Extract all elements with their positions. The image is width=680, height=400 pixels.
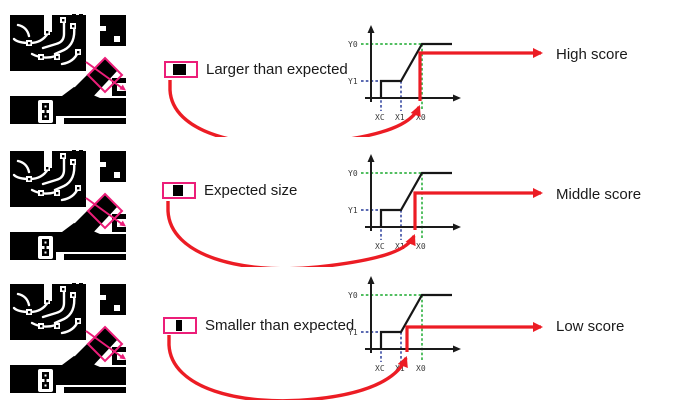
score-label: Low score (556, 318, 625, 335)
defect-description-label: Larger than expected (206, 61, 348, 78)
scoring-graph (344, 152, 479, 252)
row-smaller-than-expected: Smaller than expected Low score (0, 263, 680, 400)
row-larger-than-expected: Larger than expected High score (0, 0, 680, 137)
defect-fill-bar (176, 320, 182, 331)
score-label: High score (556, 46, 628, 63)
defect-description-label: Expected size (204, 182, 298, 199)
pcb-image (8, 148, 128, 261)
defect-description-label: Smaller than expected (205, 317, 355, 334)
defect-size-chip (164, 61, 198, 78)
defect-size-chip (162, 182, 196, 199)
defect-size-chip (163, 317, 197, 334)
scoring-graph (344, 23, 479, 123)
scoring-graph (344, 274, 479, 374)
pcb-image (8, 281, 128, 394)
row-expected-size: Expected size Middle score (0, 130, 680, 267)
defect-fill-bar (173, 185, 183, 196)
defect-fill-bar (173, 64, 186, 75)
score-label: Middle score (556, 186, 642, 203)
pcb-image (8, 12, 128, 125)
